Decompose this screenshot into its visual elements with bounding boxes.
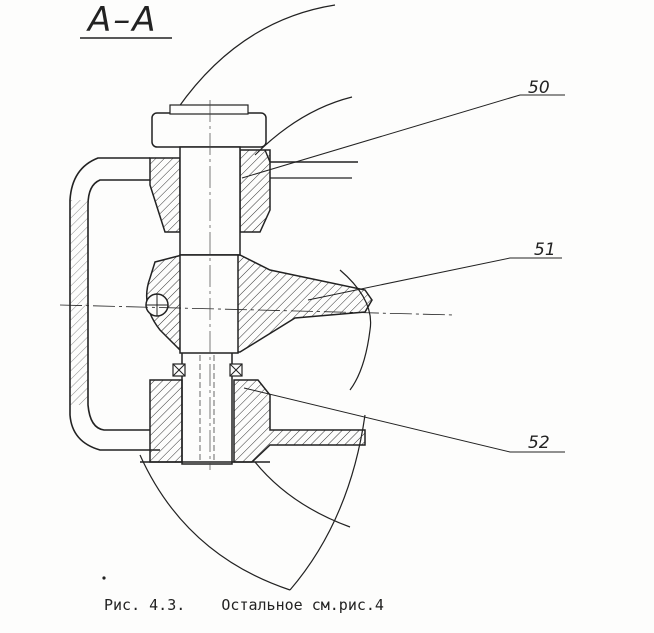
figure-number: Рис. 4.3. xyxy=(104,596,186,614)
bracket-inner xyxy=(87,179,150,431)
lever-hub xyxy=(179,254,239,354)
dot-mark xyxy=(102,576,106,580)
figure-note: Остальное см.рис.4 xyxy=(221,596,384,614)
leader-51 xyxy=(307,257,562,301)
callout-50: 50 xyxy=(528,78,550,98)
upper-housing-left xyxy=(149,157,181,233)
bracket-fill-left xyxy=(70,200,88,405)
shaft-lower xyxy=(181,351,233,465)
outer-arc-top xyxy=(177,4,336,109)
seal-left-x2 xyxy=(172,363,186,377)
shaft-head xyxy=(151,112,267,148)
leader-50 xyxy=(241,94,565,179)
upper-housing-right xyxy=(239,149,271,233)
shaft-head-top xyxy=(169,104,249,115)
figure-caption: Рис. 4.3. Остальное см.рис.4 xyxy=(104,596,384,614)
outer-arc-mid xyxy=(254,96,353,156)
outer-arc-bottom xyxy=(139,454,291,591)
seal-right-x2 xyxy=(229,363,243,377)
lower-housing-left xyxy=(149,379,183,463)
leader-52 xyxy=(243,387,565,453)
inner-arc-bottom xyxy=(254,461,351,528)
upper-plate xyxy=(264,149,358,163)
section-label: А–А xyxy=(88,0,158,40)
callout-51: 51 xyxy=(534,240,556,260)
callout-52: 52 xyxy=(528,433,550,453)
lower-housing-right xyxy=(233,379,366,463)
